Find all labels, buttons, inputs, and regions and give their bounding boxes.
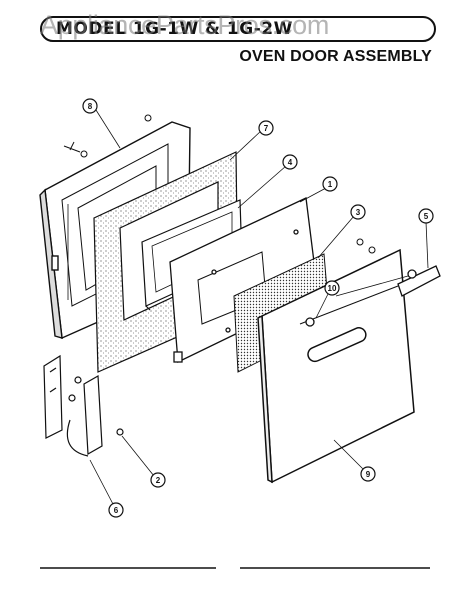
- callout-8: 8: [82, 98, 98, 114]
- callout-6-label: 6: [114, 506, 119, 515]
- outer-door-panel-part: [257, 248, 415, 484]
- callout-1-label: 1: [328, 180, 333, 189]
- callout-7: 7: [258, 120, 274, 136]
- callout-4-label: 4: [288, 158, 293, 167]
- callout-5: 5: [418, 208, 434, 224]
- callout-6: 6: [108, 502, 124, 518]
- watermark: AppliancePartsPros.com: [40, 10, 330, 40]
- screws-top: [63, 114, 152, 158]
- callout-1: 1: [322, 176, 338, 192]
- callout-10: 10: [324, 280, 340, 296]
- callout-3-label: 3: [356, 208, 361, 217]
- callout-9: 9: [360, 466, 376, 482]
- assembly-title: OVEN DOOR ASSEMBLY: [239, 48, 432, 65]
- callout-7-label: 7: [264, 124, 269, 133]
- door-liner-part: [169, 197, 319, 364]
- model-label: MODEL 1G-1W & 1G-2W: [56, 19, 293, 39]
- callout-3: 3: [350, 204, 366, 220]
- callout-5-label: 5: [424, 212, 429, 221]
- model-header-frame: MODEL 1G-1W & 1G-2W: [40, 16, 436, 42]
- clips: [356, 238, 376, 254]
- callout-2: 2: [150, 472, 166, 488]
- leader-lines: [89, 109, 429, 507]
- hinge-parts: [43, 354, 124, 457]
- callout-2-label: 2: [156, 476, 161, 485]
- callout-10-label: 10: [328, 284, 337, 293]
- callout-9-label: 9: [366, 470, 371, 479]
- callout-8-label: 8: [88, 102, 93, 111]
- callout-4: 4: [282, 154, 298, 170]
